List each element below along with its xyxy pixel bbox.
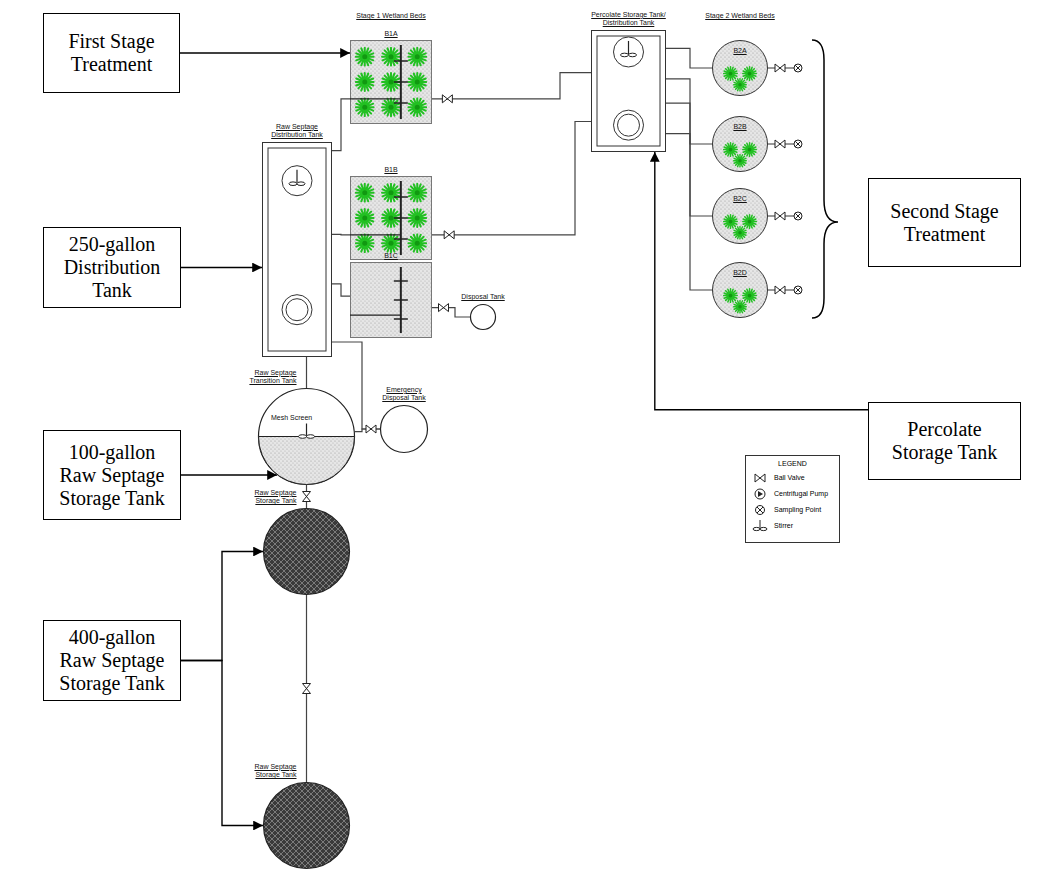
tank-label: Raw Septage Storage Tank — [238, 763, 298, 779]
ball-valve — [303, 492, 311, 502]
wetland-bed: B1A — [350, 40, 432, 124]
transition-tank-outline — [258, 388, 355, 485]
disposal-tank-outline — [380, 405, 428, 453]
section-label: Stage 2 Wetland Beds — [694, 12, 786, 20]
callout-arrow — [181, 474, 277, 475]
bed-label: B1A — [350, 30, 432, 38]
pipe — [666, 103, 712, 216]
wetland-bed-circle: B2B — [712, 116, 768, 172]
callout-text: 250-gallon Distribution Tank — [50, 233, 174, 302]
tank-label: Raw Septage Transition Tank — [238, 369, 298, 385]
ball-valve — [366, 425, 376, 433]
callout-arrow — [181, 552, 263, 661]
callout-box: Second Stage Treatment — [868, 178, 1021, 267]
callout-text: Second Stage Treatment — [875, 200, 1014, 246]
distribution-tank: Percolate Storage Tank/ Distribution Tan… — [591, 30, 666, 152]
legend-title: LEGEND — [752, 460, 833, 467]
pipe — [332, 284, 350, 296]
callout-text: Percolate Storage Tank — [875, 418, 1014, 464]
legend-symbol — [752, 488, 768, 500]
tank-label: Raw Septage Distribution Tank — [260, 123, 334, 139]
legend-row: Stirrer — [752, 520, 833, 532]
disposal-tank: Disposal Tank — [470, 304, 496, 330]
transition-tank: Raw Septage Transition TankMesh Screen — [258, 388, 355, 485]
wetland-bed-circle: B2C — [712, 188, 768, 244]
legend-text: Ball Valve — [774, 474, 805, 482]
legend-row: Centrifugal Pump — [752, 488, 833, 500]
bed-label: B2A — [712, 47, 768, 55]
wetland-bed: B1C — [350, 262, 432, 338]
distribution-tank-outline — [591, 30, 666, 152]
bed-label: B2B — [712, 123, 768, 131]
callout-box: 250-gallon Distribution Tank — [43, 227, 181, 308]
ball-valve — [439, 304, 449, 312]
legend-row: Sampling Point — [752, 504, 833, 516]
legend-row: Ball Valve — [752, 472, 833, 484]
pipe — [432, 308, 470, 317]
callout-box: 400-gallon Raw Septage Storage Tank — [43, 620, 181, 701]
storage-tank-outline — [263, 508, 350, 595]
disposal-tank: Emergency Disposal Tank — [380, 405, 428, 453]
storage-tank-outline — [263, 782, 350, 869]
callout-text: 400-gallon Raw Septage Storage Tank — [50, 626, 174, 695]
tank-label: Disposal Tank — [458, 293, 508, 301]
wetland-bed-circle: B2D — [712, 262, 768, 318]
pipe — [666, 134, 712, 290]
callout-arrow — [655, 152, 868, 410]
legend-text: Sampling Point — [774, 506, 821, 514]
tank-label: Emergency Disposal Tank — [374, 386, 434, 402]
distribution-tank-outline — [262, 142, 332, 357]
pipe — [332, 99, 350, 151]
callout-text: 100-gallon Raw Septage Storage Tank — [50, 441, 174, 510]
pipe — [666, 48, 712, 68]
tank-label: Percolate Storage Tank/ Distribution Tan… — [587, 11, 671, 27]
distribution-tank: Raw Septage Distribution Tank — [262, 142, 332, 357]
tank-label: Raw Septage Storage Tank — [238, 489, 298, 505]
legend-symbol — [752, 504, 768, 516]
wetland-bed-outline — [350, 262, 432, 338]
bed-label: B1B — [350, 166, 432, 174]
bed-label: B2C — [712, 195, 768, 203]
disposal-tank-outline — [470, 304, 496, 330]
callout-arrow — [181, 267, 262, 268]
section-label: Stage 1 Wetland Beds — [344, 12, 438, 20]
ball-valve — [442, 95, 452, 103]
bed-label: B2D — [712, 269, 768, 277]
ball-valve — [444, 231, 454, 239]
callout-arrow — [181, 661, 263, 826]
legend-symbol — [752, 472, 768, 484]
ball-valve — [303, 684, 311, 694]
legend-symbol — [752, 520, 768, 532]
legend-box: LEGEND Ball ValveCentrifugal PumpSampling… — [745, 455, 840, 543]
callout-arrow — [180, 52, 350, 53]
legend-text: Stirrer — [774, 522, 793, 530]
brace — [812, 40, 838, 318]
pipe — [306, 357, 307, 388]
callout-text: First Stage Treatment — [50, 30, 173, 76]
callout-box: Percolate Storage Tank — [868, 402, 1021, 480]
storage-tank: Raw Septage Storage Tank — [263, 782, 350, 869]
callout-box: First Stage Treatment — [43, 13, 180, 93]
wetland-bed-circle: B2A — [712, 40, 768, 96]
bed-label: B1C — [350, 252, 432, 260]
wetland-bed-outline — [350, 40, 432, 124]
pipe — [432, 73, 591, 99]
wetland-bed-outline — [350, 176, 432, 260]
legend-text: Centrifugal Pump — [774, 490, 828, 498]
wetland-bed: B1B — [350, 176, 432, 260]
callout-box: 100-gallon Raw Septage Storage Tank — [43, 430, 181, 520]
pipe — [332, 234, 350, 236]
part-label: Mesh Screen — [270, 414, 313, 422]
storage-tank: Raw Septage Storage Tank — [263, 508, 350, 595]
pipe — [432, 122, 591, 235]
